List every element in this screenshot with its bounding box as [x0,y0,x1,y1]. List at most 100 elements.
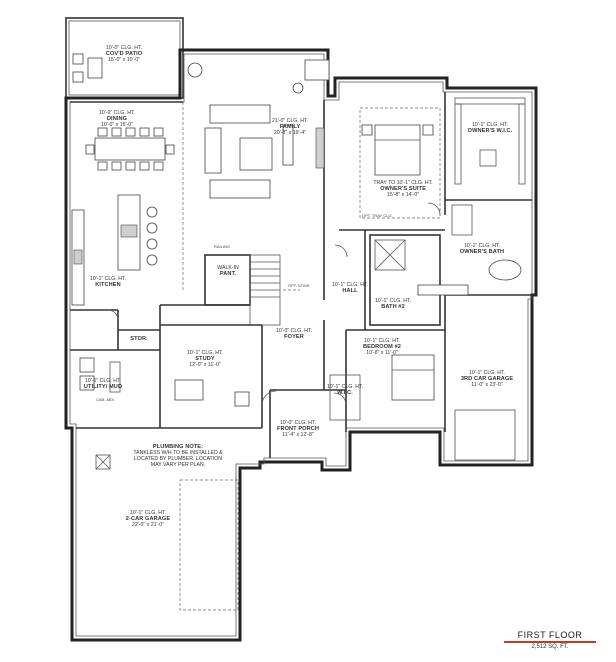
side-table [292,82,304,94]
room-name: HALL [342,288,358,294]
bath-shower [451,204,473,236]
room-label-dining: 10'-0" CLG. HT. DINING 10'-0" x 15'-0" [99,110,135,128]
vanity [417,284,469,296]
room-dim: WALK-IN [217,265,239,271]
room-name: COV'D PATIO [105,51,143,57]
room-dim: 10'-1" CLG. HT. [472,122,508,128]
wic-shelf [454,103,462,185]
ottoman [239,137,273,171]
room-name: FAMILY [279,124,301,130]
patio-chair [72,53,84,65]
plumbing-note-title: PLUMBING NOTE: [152,444,204,450]
room-size: 20'-8" x 19'-4" [274,130,306,136]
door-swing [261,390,277,406]
room-dim: 10'-0" CLG. HT. [276,328,312,334]
room-dim: 10'-1" CLG. HT. [90,276,126,282]
door-swing [334,244,348,258]
room-name: FOYER [284,334,304,340]
plan-title: FIRST FLOOR [517,630,583,640]
plant [187,62,203,78]
room-name: DINING [106,116,128,122]
room-dim: 10'-0" CLG. HT. [280,420,316,426]
room-dim: 10'-0" CLG. HT. [99,110,135,116]
room-label-owners-wic: 10'-1" CLG. HT. OWNER'S W.I.C. [468,122,513,134]
room-label-owners-suite: TRAY TO 10'-1" CLG. HT. OWNER'S SUITE 15… [373,180,432,198]
room-label-utility: 10'-1" CLG. HT. UTILITY/ MUD [84,378,122,390]
bed2 [391,354,435,401]
room-size: 15'-8" x 14'-0" [387,192,419,198]
room-label-hall: 10'-1" CLG. HT. HALL [332,282,368,294]
console [282,124,294,166]
room-name: OWNER'S W.I.C. [467,128,513,134]
room-label-garage2: 10'-1" CLG. HT. 2-CAR GARAGE 22'-0" x 21… [126,510,170,528]
shower [374,239,406,271]
island-stools [146,206,158,266]
room-dim: 10'-1" CLG. HT. [327,384,363,390]
room-dim: 21'-0" CLG. HT. [272,118,308,124]
door-swing [107,309,119,321]
stair-treads [250,261,280,298]
room-label-pantry: WALK-IN PANT. [217,265,238,277]
bath2-walls [369,234,441,326]
sofa [209,104,271,124]
sink [120,224,138,238]
opt-tray-note: OPT. TRAY CLG. [362,213,393,218]
dining-table [94,137,166,161]
room-label-front-porch: 10'-0" CLG. HT. FRONT PORCH 11'-4" x 12'… [277,420,319,438]
room-size: 10'-8" x 11'-0" [366,350,398,356]
exterior-wall [64,48,538,642]
room-dim: 10'-1" CLG. HT. [469,370,505,376]
garage3-door [454,409,516,461]
wic-shelf [518,103,526,185]
patio-chair [72,71,84,83]
tub [488,259,522,281]
room-dim: 10'-0" CLG. HT. [106,45,142,51]
water-heater [95,454,111,470]
dryer [79,375,95,391]
plan-title-block: FIRST FLOOR 2,512 SQ. FT. [500,630,600,650]
wic-walls [329,374,361,421]
room-size: 15'-0" x 10'-0" [108,57,140,63]
room-name: BEDROOM #2 [363,344,401,350]
room-name: OWNER'S BATH [459,249,505,255]
nightstand [422,124,434,136]
room-name: UTILITY/ MUD [83,384,123,390]
room-dim: 10'-1" CLG. HT. [187,350,223,356]
wic-shelf [454,97,526,105]
railing-note: RAILING [214,244,231,249]
room-name: STOR. [130,336,148,342]
opt-stair-note: OPT. STAIR [288,283,310,288]
fireplace [315,127,325,169]
room-dim: 10'-1" CLG. HT. [332,282,368,288]
pantry-walls [204,254,251,306]
room-name: BATH #2 [381,304,405,310]
room-dim: 10'-1" CLG. HT. [130,510,166,516]
tray-ceiling [359,107,441,219]
shower-x [374,239,406,271]
room-label-owners-bath: 10'-1" CLG. HT. OWNER'S BATH [460,243,504,255]
room-label-family: 21'-0" CLG. HT. FAMILY 20'-8" x 19'-4" [272,118,308,136]
room-label-bedroom2: 10'-1" CLG. HT. BEDROOM #2 10'-8" x 11'-… [363,338,401,356]
wh-x [95,454,111,470]
room-size: 11'-0" x 23'-0" [471,382,503,388]
plumbing-note-body: TANKLESS W/H TO BE INSTALLED & LOCATED B… [133,450,223,468]
room-label-bath2: 10'-1" CLG. HT. BATH #2 [375,298,411,310]
room-dim: 10'-1" CLG. HT. [375,298,411,304]
room-size: 22'-0" x 21'-0" [132,522,164,528]
room-label-study: 10'-1" CLG. HT. STUDY 12'-0" x 11'-0" [187,350,223,368]
room-dim: 10'-1" CLG. HT. [364,338,400,344]
room-label-stor: STOR. [130,336,148,342]
chair [204,127,222,174]
room-size: 10'-0" x 15'-0" [101,122,133,128]
room-name: STUDY [195,356,215,362]
room-name: 2-CAR GARAGE [125,516,171,522]
room-name: PANT. [219,271,237,277]
study-chair [234,391,250,407]
room-name: FRONT PORCH [276,426,320,432]
cab-note: CAB. ABV. [96,397,115,402]
room-label-garage3: 10'-1" CLG. HT. 3RD CAR GARAGE 11'-0" x … [461,370,513,388]
patio-table [87,57,103,79]
room-name: 3RD CAR GARAGE [460,376,514,382]
plan-subtitle: 2,512 SQ. FT. [531,643,569,650]
door-swing [427,202,441,216]
